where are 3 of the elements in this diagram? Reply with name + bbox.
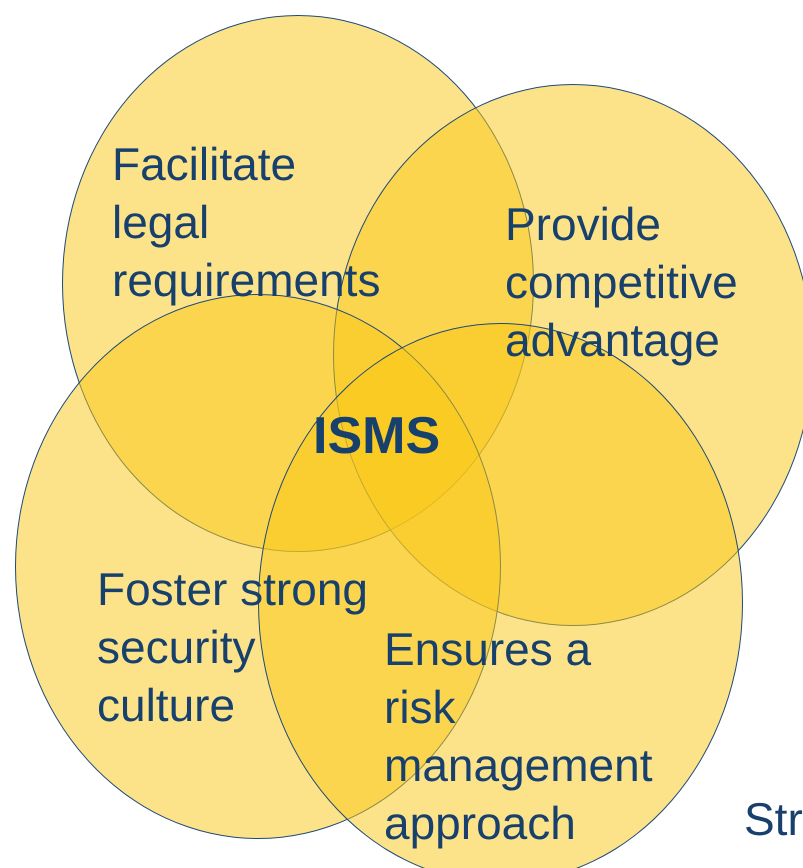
cut-off-text: Str	[744, 793, 803, 845]
center-label: ISMS	[313, 407, 440, 465]
circle-label: Ensures a risk management approach	[384, 623, 652, 849]
